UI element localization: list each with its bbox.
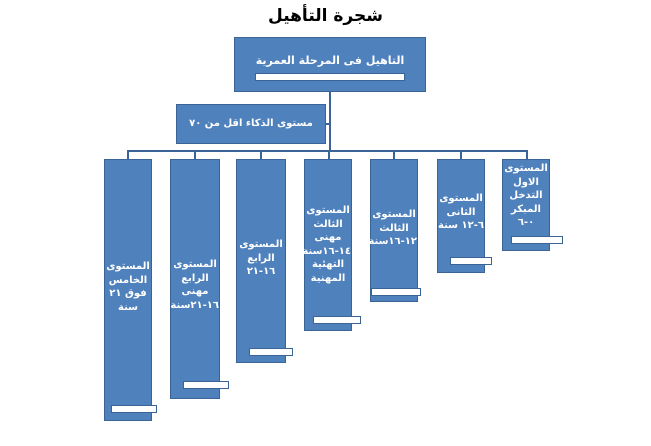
level-box-2: المستوى الثانى ٦-١٢ سنة bbox=[437, 159, 492, 273]
level-tab-1 bbox=[511, 236, 563, 244]
level-box-5: المستوى الرابع ١٦-٢١ bbox=[236, 159, 293, 363]
drop-line bbox=[526, 150, 528, 160]
drop-line bbox=[260, 150, 262, 160]
root-tab bbox=[255, 73, 405, 81]
level-tab-3 bbox=[371, 288, 421, 296]
drop-line bbox=[127, 150, 129, 160]
level-box-1: المستوى الاول التدخل المبكر ٠-٦ bbox=[502, 159, 563, 251]
drop-line bbox=[328, 150, 330, 160]
level-tab-5-adult bbox=[111, 405, 157, 413]
branch-line bbox=[127, 150, 528, 152]
level-label-1: المستوى الاول التدخل المبكر ٠-٦ bbox=[504, 163, 548, 228]
level-box-3: المستوى الثالث ١٢-١٦سنة bbox=[368, 159, 421, 302]
side-label: مستوى الذكاء اقل من ٧٠ bbox=[189, 118, 313, 129]
level-box-5-adult: المستوى الخامس فوق ٢١ سنة bbox=[104, 159, 157, 421]
level-label-5: المستوى الرابع ١٦-٢١ bbox=[239, 239, 283, 277]
diagram-title: شجرة التأهيل bbox=[268, 6, 383, 26]
drop-line bbox=[194, 150, 196, 160]
level-label-4: المستوى الثالث مهنى ١٤-١٦سنة التهئية الم… bbox=[302, 205, 351, 284]
level-tab-4 bbox=[313, 316, 361, 324]
root-label: التاهيل فى المرحلة العمرية bbox=[255, 54, 405, 67]
level-label-5-adult: المستوى الخامس فوق ٢١ سنة bbox=[106, 261, 150, 313]
level-tab-5 bbox=[249, 348, 293, 356]
level-box-4: المستوى الثالث مهنى ١٤-١٦سنة التهئية الم… bbox=[302, 159, 361, 331]
trunk-line bbox=[329, 92, 331, 152]
level-tab-2 bbox=[450, 257, 492, 265]
level-label-4-vocational: المستوى الرابع مهنى ١٦-٢١سنة bbox=[170, 259, 219, 311]
level-tab-4-vocational bbox=[183, 381, 229, 389]
level-label-2: المستوى الثانى ٦-١٢ سنة bbox=[438, 193, 484, 231]
level-box-4-vocational: المستوى الرابع مهنى ١٦-٢١سنة bbox=[170, 159, 229, 399]
side-box: مستوى الذكاء اقل من ٧٠ bbox=[176, 104, 326, 144]
root-box: التاهيل فى المرحلة العمرية bbox=[234, 37, 426, 92]
drop-line bbox=[393, 150, 395, 160]
level-label-3: المستوى الثالث ١٢-١٦سنة bbox=[368, 209, 417, 247]
drop-line bbox=[460, 150, 462, 160]
side-connector bbox=[326, 123, 330, 125]
